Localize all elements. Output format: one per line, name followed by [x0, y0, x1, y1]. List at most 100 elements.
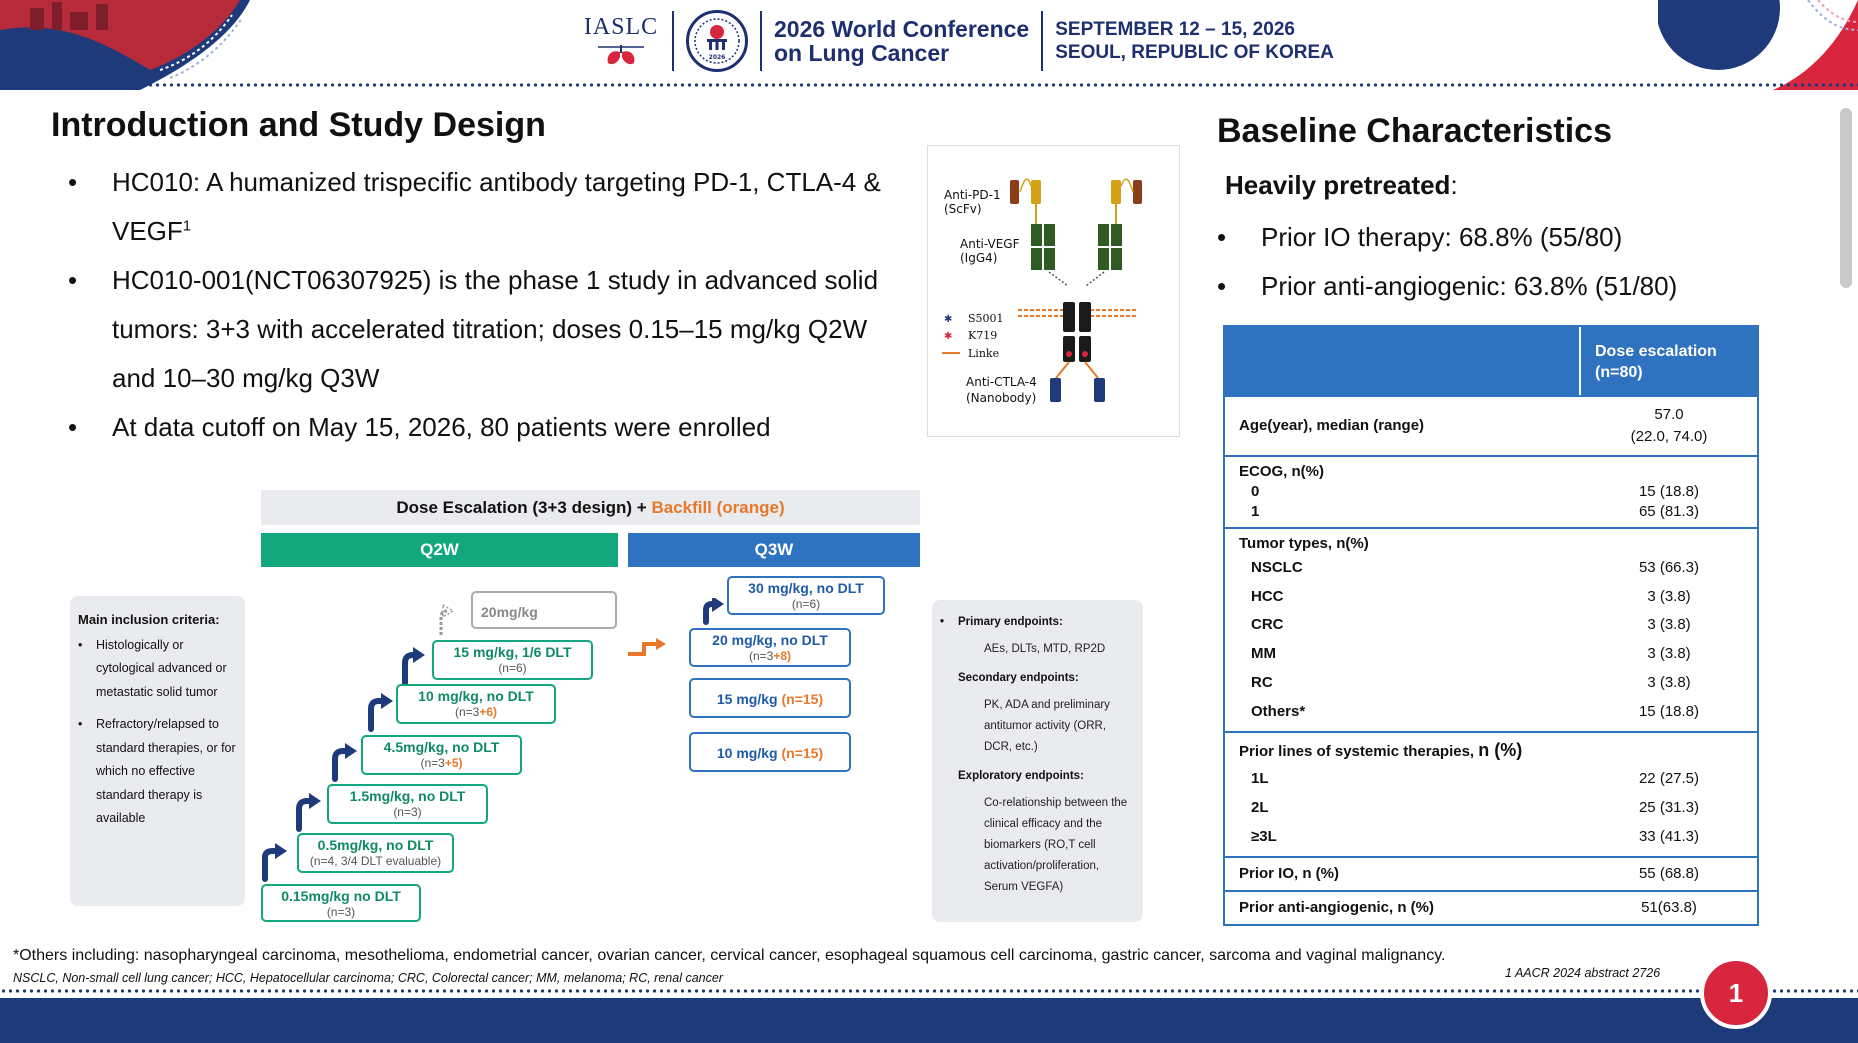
dose-escalation-header-backfill: Backfill (orange): [651, 498, 785, 517]
vegf-fab-left-1: [1031, 224, 1042, 246]
intro-bullet1-text-end: VEGF: [112, 216, 183, 246]
slide-header: IASLC 2026 2026 World Conference: [0, 0, 1858, 90]
header-divider: [672, 11, 674, 71]
conference-name: 2026 World Conference on Lung Cancer: [774, 17, 1029, 65]
header-divider: [760, 11, 762, 71]
conference-title-line1: 2026 World Conference: [774, 16, 1030, 42]
q3w-step-20: 20 mg/kg, no DLT (n=3+8): [689, 628, 851, 667]
table-section-prior-aa: Prior anti-angiogenic, n (%)51(63.8): [1225, 890, 1757, 924]
exploratory-endpoints-body: Co-relationship between the clinical eff…: [984, 797, 1128, 893]
header-left-artwork: [0, 0, 250, 90]
footer-bar: [0, 998, 1858, 1043]
seal-year: 2026: [709, 54, 726, 61]
bullet-glyph: •: [68, 412, 78, 442]
conference-seal: 2026: [686, 10, 748, 72]
legend-k719: K719: [968, 329, 997, 342]
label-anti-vegf-sub: (IgG4): [960, 251, 997, 265]
legend-s5001: S5001: [968, 312, 1004, 325]
intro-bullet2-line3: and 10–30 mg/kg Q3W: [112, 363, 380, 393]
legend-s5001-marker: ✱: [944, 314, 952, 325]
q2w-arm-header: Q2W: [261, 533, 618, 567]
inclusion-item: • Histologically or cytological advanced…: [78, 634, 237, 705]
vegf-fab-left-3: [1031, 248, 1042, 270]
q2w-step-15: 15 mg/kg, 1/6 DLT (n=6): [432, 640, 593, 680]
conference-logo-block: IASLC 2026 2026 World Conference: [582, 8, 1334, 74]
q3w-transition-arrows: [628, 598, 724, 656]
table-header-row: Dose escalation (n=80): [1225, 327, 1757, 395]
intro-bullet-study: • HC010-001(NCT06307925) is the phase 1 …: [66, 256, 926, 403]
iaslc-logo: IASLC: [582, 15, 660, 67]
header-right-artwork: [1658, 0, 1858, 90]
footer-dotted-rule: [0, 988, 1858, 994]
q3w-step-15: 15 mg/kg (n=15): [689, 678, 851, 718]
dose-escalation-header-text: Dose Escalation (3+3 design) +: [396, 498, 652, 517]
intro-bullet-hc010: • HC010: A humanized trispecific antibod…: [66, 158, 926, 256]
label-anti-pd1: Anti-PD-1: [944, 188, 1001, 202]
legend-k719-marker: ✱: [944, 331, 952, 342]
header-dotted-rule: [140, 82, 1858, 88]
q2w-step-20-planned: 20mg/kg: [471, 591, 617, 629]
bullet-glyph: •: [68, 167, 78, 197]
q2w-staircase-arrows: [262, 603, 455, 882]
inclusion-criteria-title: Main inclusion criteria:: [78, 612, 220, 627]
conference-title-line2: on Lung Cancer: [774, 40, 950, 66]
table-section-prior-io: Prior IO, n (%)55 (68.8): [1225, 856, 1757, 890]
table-row: Prior anti-angiogenic, n (%)51(63.8): [1239, 899, 1697, 917]
q2w-step-0-5: 0.5mg/kg, no DLT (n=4, 3/4 DLT evaluable…: [297, 833, 454, 873]
endpoints-box: •Primary endpoints: AEs, DLTs, MTD, RP2D…: [932, 600, 1143, 922]
q2w-step-1-5: 1.5mg/kg, no DLT (n=3): [327, 784, 488, 824]
conference-date: SEPTEMBER 12 – 15, 2026: [1055, 19, 1295, 40]
footnote-others: *Others including: nasopharyngeal carcin…: [13, 947, 1446, 964]
step-arrow-icon: [439, 609, 448, 635]
ctla4-nanobody-left: [1050, 378, 1061, 402]
q2w-step-10: 10 mg/kg, no DLT (n=3+6): [396, 684, 556, 724]
legend-linker: Linke: [968, 347, 999, 360]
prior-io-bullet-text: Prior IO therapy: 68.8% (55/80): [1261, 222, 1623, 252]
label-anti-pd1-sub: (ScFv): [944, 202, 982, 216]
fc-ch2-left: [1063, 302, 1075, 332]
linker-lines: [1018, 309, 1138, 317]
heavily-pretreated-heading: Heavily pretreated:: [1225, 170, 1458, 200]
step-arrow-icon: [262, 848, 280, 882]
seal-emblem-icon: 2026: [694, 18, 740, 64]
intro-title: Introduction and Study Design: [51, 106, 546, 144]
secondary-endpoints-title: Secondary endpoints:: [958, 672, 1079, 684]
header-divider: [1041, 11, 1044, 71]
intro-bullet-list: • HC010: A humanized trispecific antibod…: [66, 158, 926, 452]
prior-aa-bullet-text: Prior anti-angiogenic: 63.8% (51/80): [1261, 271, 1678, 301]
baseline-table: Dose escalation (n=80) Age(year), median…: [1223, 325, 1759, 927]
bullet-glyph: •: [68, 265, 78, 295]
intro-bullet3-text: At data cutoff on May 15, 2026, 80 patie…: [112, 412, 771, 442]
label-anti-ctla4: Anti-CTLA-4: [966, 375, 1037, 389]
conference-dates: SEPTEMBER 12 – 15, 2026 SEOUL, REPUBLIC …: [1055, 18, 1334, 64]
fc-ch2-right: [1079, 302, 1091, 332]
step-arrow-icon: [402, 652, 418, 686]
q2w-step-0-15: 0.15mg/kg no DLT (n=3): [261, 884, 421, 922]
vertical-scrollbar[interactable]: [1840, 108, 1852, 288]
table-row: Prior IO, n (%)55 (68.8): [1239, 865, 1700, 883]
conference-location: SEOUL, REPUBLIC OF KOREA: [1055, 42, 1334, 63]
inclusion-item-text: Refractory/relapsed to standard therapie…: [96, 717, 236, 825]
vegf-fab-left-2: [1044, 224, 1055, 246]
pd1-scfv-vh-left: [1010, 180, 1019, 204]
label-anti-vegf: Anti-VEGF: [960, 237, 1020, 251]
inclusion-item: • Refractory/relapsed to standard therap…: [78, 713, 237, 831]
primary-endpoints-title: Primary endpoints:: [958, 616, 1063, 628]
antibody-structure-figure: Anti-PD-1 (ScFv) Anti-VEGF (IgG4): [927, 145, 1180, 437]
table-row: Tumor types, n(%): [1239, 535, 1369, 552]
exploratory-endpoints-title: Exploratory endpoints:: [958, 770, 1084, 782]
iaslc-wordmark: IASLC: [583, 14, 659, 40]
inclusion-item-text: Histologically or cytological advanced o…: [96, 637, 227, 699]
q3w-arm-header: Q3W: [628, 533, 920, 567]
secondary-endpoints-body: PK, ADA and preliminary antitumor activi…: [984, 699, 1110, 753]
table-row: Age(year), median (range) 57.0 (22.0, 74…: [1239, 406, 1708, 445]
q3w-step-30: 30 mg/kg, no DLT (n=6): [727, 576, 885, 615]
bullet-glyph: •: [1217, 271, 1227, 301]
